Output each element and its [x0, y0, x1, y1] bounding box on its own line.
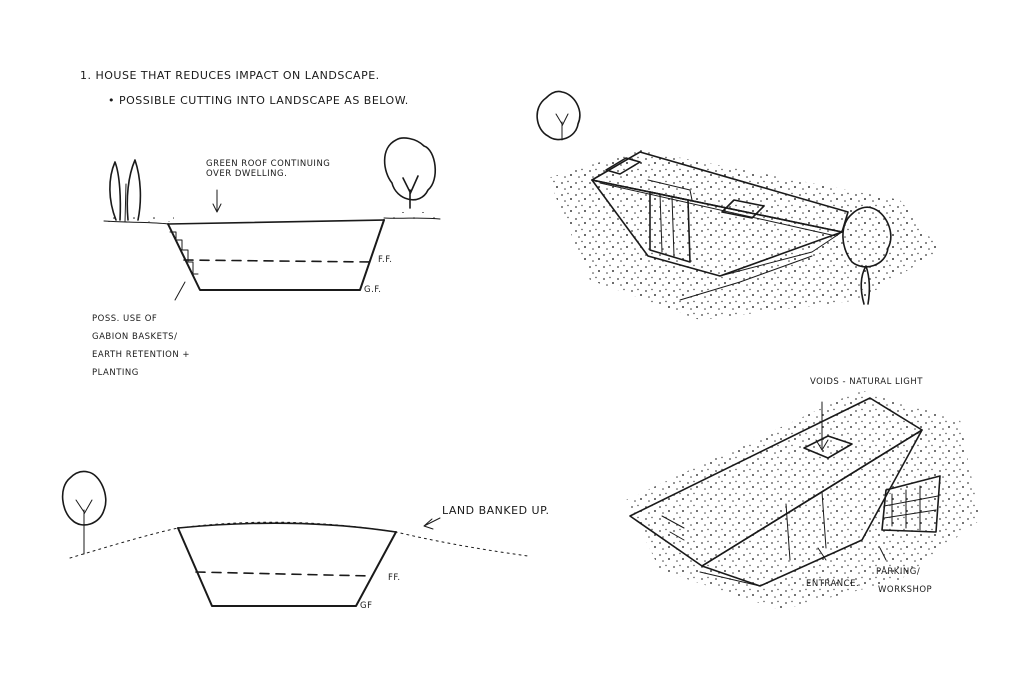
perspective-sunken-house: [536, 90, 940, 320]
parking-label-line-2: WORKSHOP: [878, 585, 932, 595]
banked-note: LAND BANKED UP.: [442, 504, 550, 517]
gabion-note-line-3: EARTH RETENTION +: [92, 350, 190, 360]
tree-perspective-icon: [842, 206, 892, 305]
note-line-1: 1. HOUSE THAT REDUCES IMPACT ON LANDSCAP…: [80, 69, 380, 82]
roof-note-line-1: GREEN ROOF CONTINUING: [206, 159, 330, 169]
tree-bottom-left-icon: [61, 470, 107, 555]
gabion-note-line-1: POSS. USE OF: [92, 314, 157, 324]
gabion-note-line-4: PLANTING: [92, 368, 139, 378]
gabion-note-line-2: GABION BASKETS/: [92, 332, 177, 342]
roof-note-line-2: OVER DWELLING.: [206, 169, 287, 179]
tree-top-right-icon: [536, 90, 581, 141]
section-cut-into-landscape: GREEN ROOF CONTINUING OVER DWELLING. F.F…: [92, 137, 442, 378]
note-line-2: • POSSIBLE CUTTING INTO LANDSCAPE AS BEL…: [108, 94, 409, 107]
section-land-banked-up: LAND BANKED UP. FF. GF: [61, 470, 550, 611]
entrance-label: ENTRANCE.: [806, 579, 859, 589]
perspective-entrance-view: VOIDS - NATURAL LIGHT ENTRANCE. PARKING/…: [626, 377, 980, 610]
voids-note: VOIDS - NATURAL LIGHT: [810, 377, 923, 387]
parking-label-line-1: PARKING/: [876, 567, 920, 577]
section-top-gf-label: G.F.: [364, 285, 382, 295]
section-bottom-gf-label: GF: [360, 601, 372, 611]
section-top-ff-label: F.F.: [378, 255, 392, 265]
tree-right-icon: [383, 137, 436, 209]
tree-left-icon: [109, 159, 142, 223]
design-notes: 1. HOUSE THAT REDUCES IMPACT ON LANDSCAP…: [80, 69, 409, 107]
section-bottom-ff-label: FF.: [388, 573, 401, 583]
